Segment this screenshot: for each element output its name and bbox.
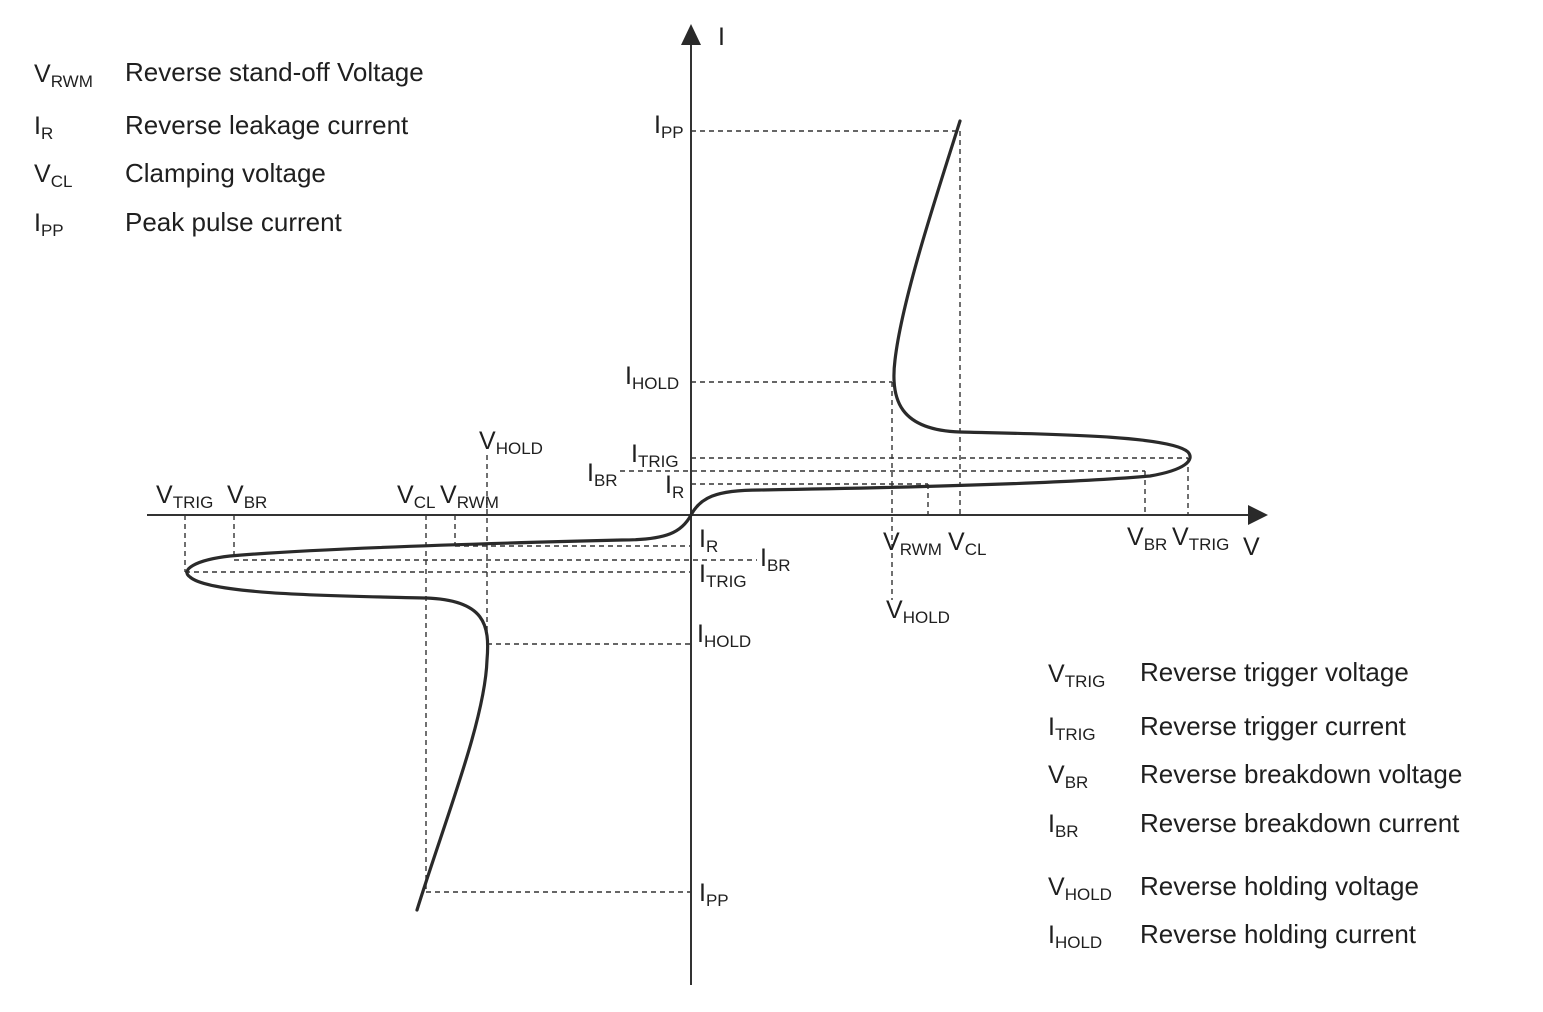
label-ibr-pos: IBR — [587, 459, 618, 490]
label-ir-neg: IR — [699, 525, 718, 556]
label-ibr-neg: IBR — [760, 544, 791, 575]
label-ihold-pos: IHOLD — [625, 362, 679, 393]
label-vcl-pos: VCL — [948, 528, 986, 559]
x-axis-arrow-icon — [1248, 505, 1268, 525]
label-vtrig-pos: VTRIG — [1172, 523, 1229, 554]
legend-text: Reverse trigger current — [1140, 711, 1407, 741]
positive-guides — [620, 130, 1189, 600]
label-ihold-neg: IHOLD — [697, 620, 751, 651]
legend-text: Reverse holding current — [1140, 919, 1417, 949]
label-vbr-pos: VBR — [1127, 523, 1167, 554]
legend-text: Reverse holding voltage — [1140, 871, 1419, 901]
legend-symbol: ITRIG — [1048, 713, 1096, 744]
legend-text: Reverse breakdown voltage — [1140, 759, 1462, 789]
label-ir-pos: IR — [665, 471, 684, 502]
legend-top-left: VRWM Reverse stand-off Voltage IR Revers… — [34, 57, 424, 240]
negative-labels: VTRIG VBR VCL VRWM VHOLD IR IBR ITRIG IH… — [156, 427, 791, 910]
label-ipp-neg: IPP — [699, 879, 729, 910]
legend-text: Reverse stand-off Voltage — [125, 57, 424, 87]
label-vhold-pos: VHOLD — [886, 596, 950, 627]
label-itrig-pos: ITRIG — [631, 440, 679, 471]
legend-text: Peak pulse current — [125, 207, 343, 237]
label-vbr-neg: VBR — [227, 481, 267, 512]
positive-labels: IPP IHOLD ITRIG IBR IR VRWM VCL VHOLD VB… — [587, 111, 1229, 627]
legend-bottom-right: VTRIG Reverse trigger voltage ITRIG Reve… — [1048, 657, 1462, 952]
legend-text: Reverse breakdown current — [1140, 808, 1460, 838]
legend-symbol: IHOLD — [1048, 921, 1102, 952]
legend-symbol: VBR — [1048, 761, 1088, 792]
legend-symbol: IR — [34, 112, 53, 143]
label-ipp-pos: IPP — [654, 111, 684, 142]
legend-symbol: VTRIG — [1048, 660, 1105, 691]
label-vhold-neg: VHOLD — [479, 427, 543, 458]
label-vcl-neg: VCL — [397, 481, 435, 512]
y-axis-label: I — [718, 23, 725, 51]
label-vrwm-neg: VRWM — [440, 481, 499, 512]
legend-text: Reverse trigger voltage — [1140, 657, 1409, 687]
legend-symbol: VCL — [34, 160, 72, 191]
label-vtrig-neg: VTRIG — [156, 481, 213, 512]
legend-symbol: VRWM — [34, 60, 93, 91]
legend-symbol: IBR — [1048, 810, 1079, 841]
label-vrwm-pos: VRWM — [883, 528, 942, 559]
y-axis-arrow-icon — [681, 24, 701, 45]
legend-text: Reverse leakage current — [125, 110, 409, 140]
positive-iv-curve — [689, 119, 1192, 517]
label-itrig-neg: ITRIG — [699, 560, 747, 591]
negative-iv-curve — [185, 513, 693, 912]
legend-symbol: VHOLD — [1048, 873, 1112, 904]
legend-symbol: IPP — [34, 209, 64, 240]
x-axis-label: V — [1243, 533, 1260, 561]
legend-text: Clamping voltage — [125, 158, 326, 188]
negative-guides — [184, 455, 757, 893]
